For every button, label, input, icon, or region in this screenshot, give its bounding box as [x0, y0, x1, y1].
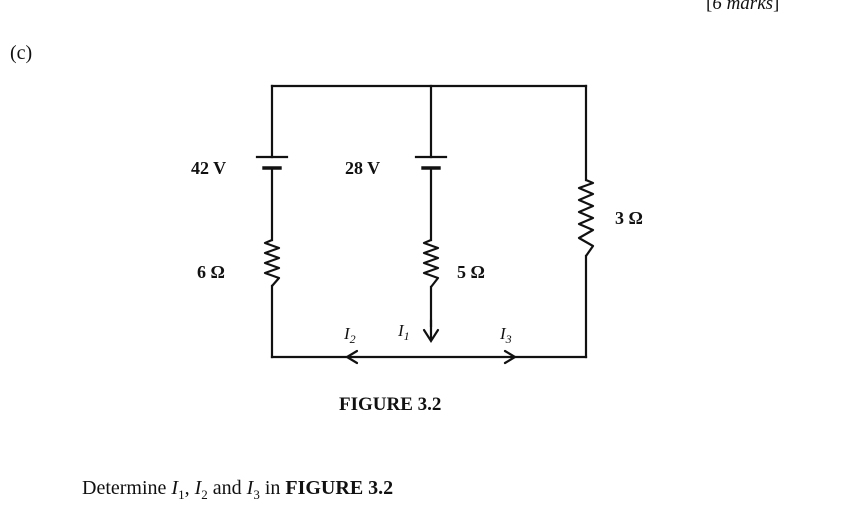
resistor-5ohm-icon: [422, 238, 440, 288]
circuit-wires: [270, 84, 588, 359]
figure-caption: FIGURE 3.2: [339, 394, 441, 415]
circuit-diagram: 42 V 28 V 6 Ω 5 Ω 3 Ω I1 I2 I3 FIGURE 3.…: [191, 84, 643, 415]
resistor-3ohm-icon: [577, 178, 595, 257]
arrow-i3-icon: [503, 349, 518, 365]
part-label: (c): [10, 42, 33, 64]
label-5ohm: 5 Ω: [457, 262, 485, 282]
label-3ohm: 3 Ω: [615, 208, 643, 228]
arrow-i1-icon: [422, 318, 440, 344]
figure-reference: FIGURE 3.2: [285, 477, 394, 499]
label-i2: I2: [343, 324, 356, 346]
label-6ohm: 6 Ω: [197, 262, 225, 282]
marks-allocation: [6 marks]: [706, 0, 780, 14]
battery-28v-icon: [414, 155, 448, 170]
resistor-6ohm-icon: [263, 238, 281, 287]
battery-42v-icon: [255, 155, 289, 170]
label-i3: I3: [499, 324, 512, 346]
question-text: Determine I1, I2 and I3 in FIGURE 3.2: [82, 477, 394, 502]
label-i1: I1: [397, 321, 410, 343]
label-28v: 28 V: [345, 158, 380, 178]
label-42v: 42 V: [191, 158, 226, 178]
arrow-i2-icon: [344, 349, 359, 365]
